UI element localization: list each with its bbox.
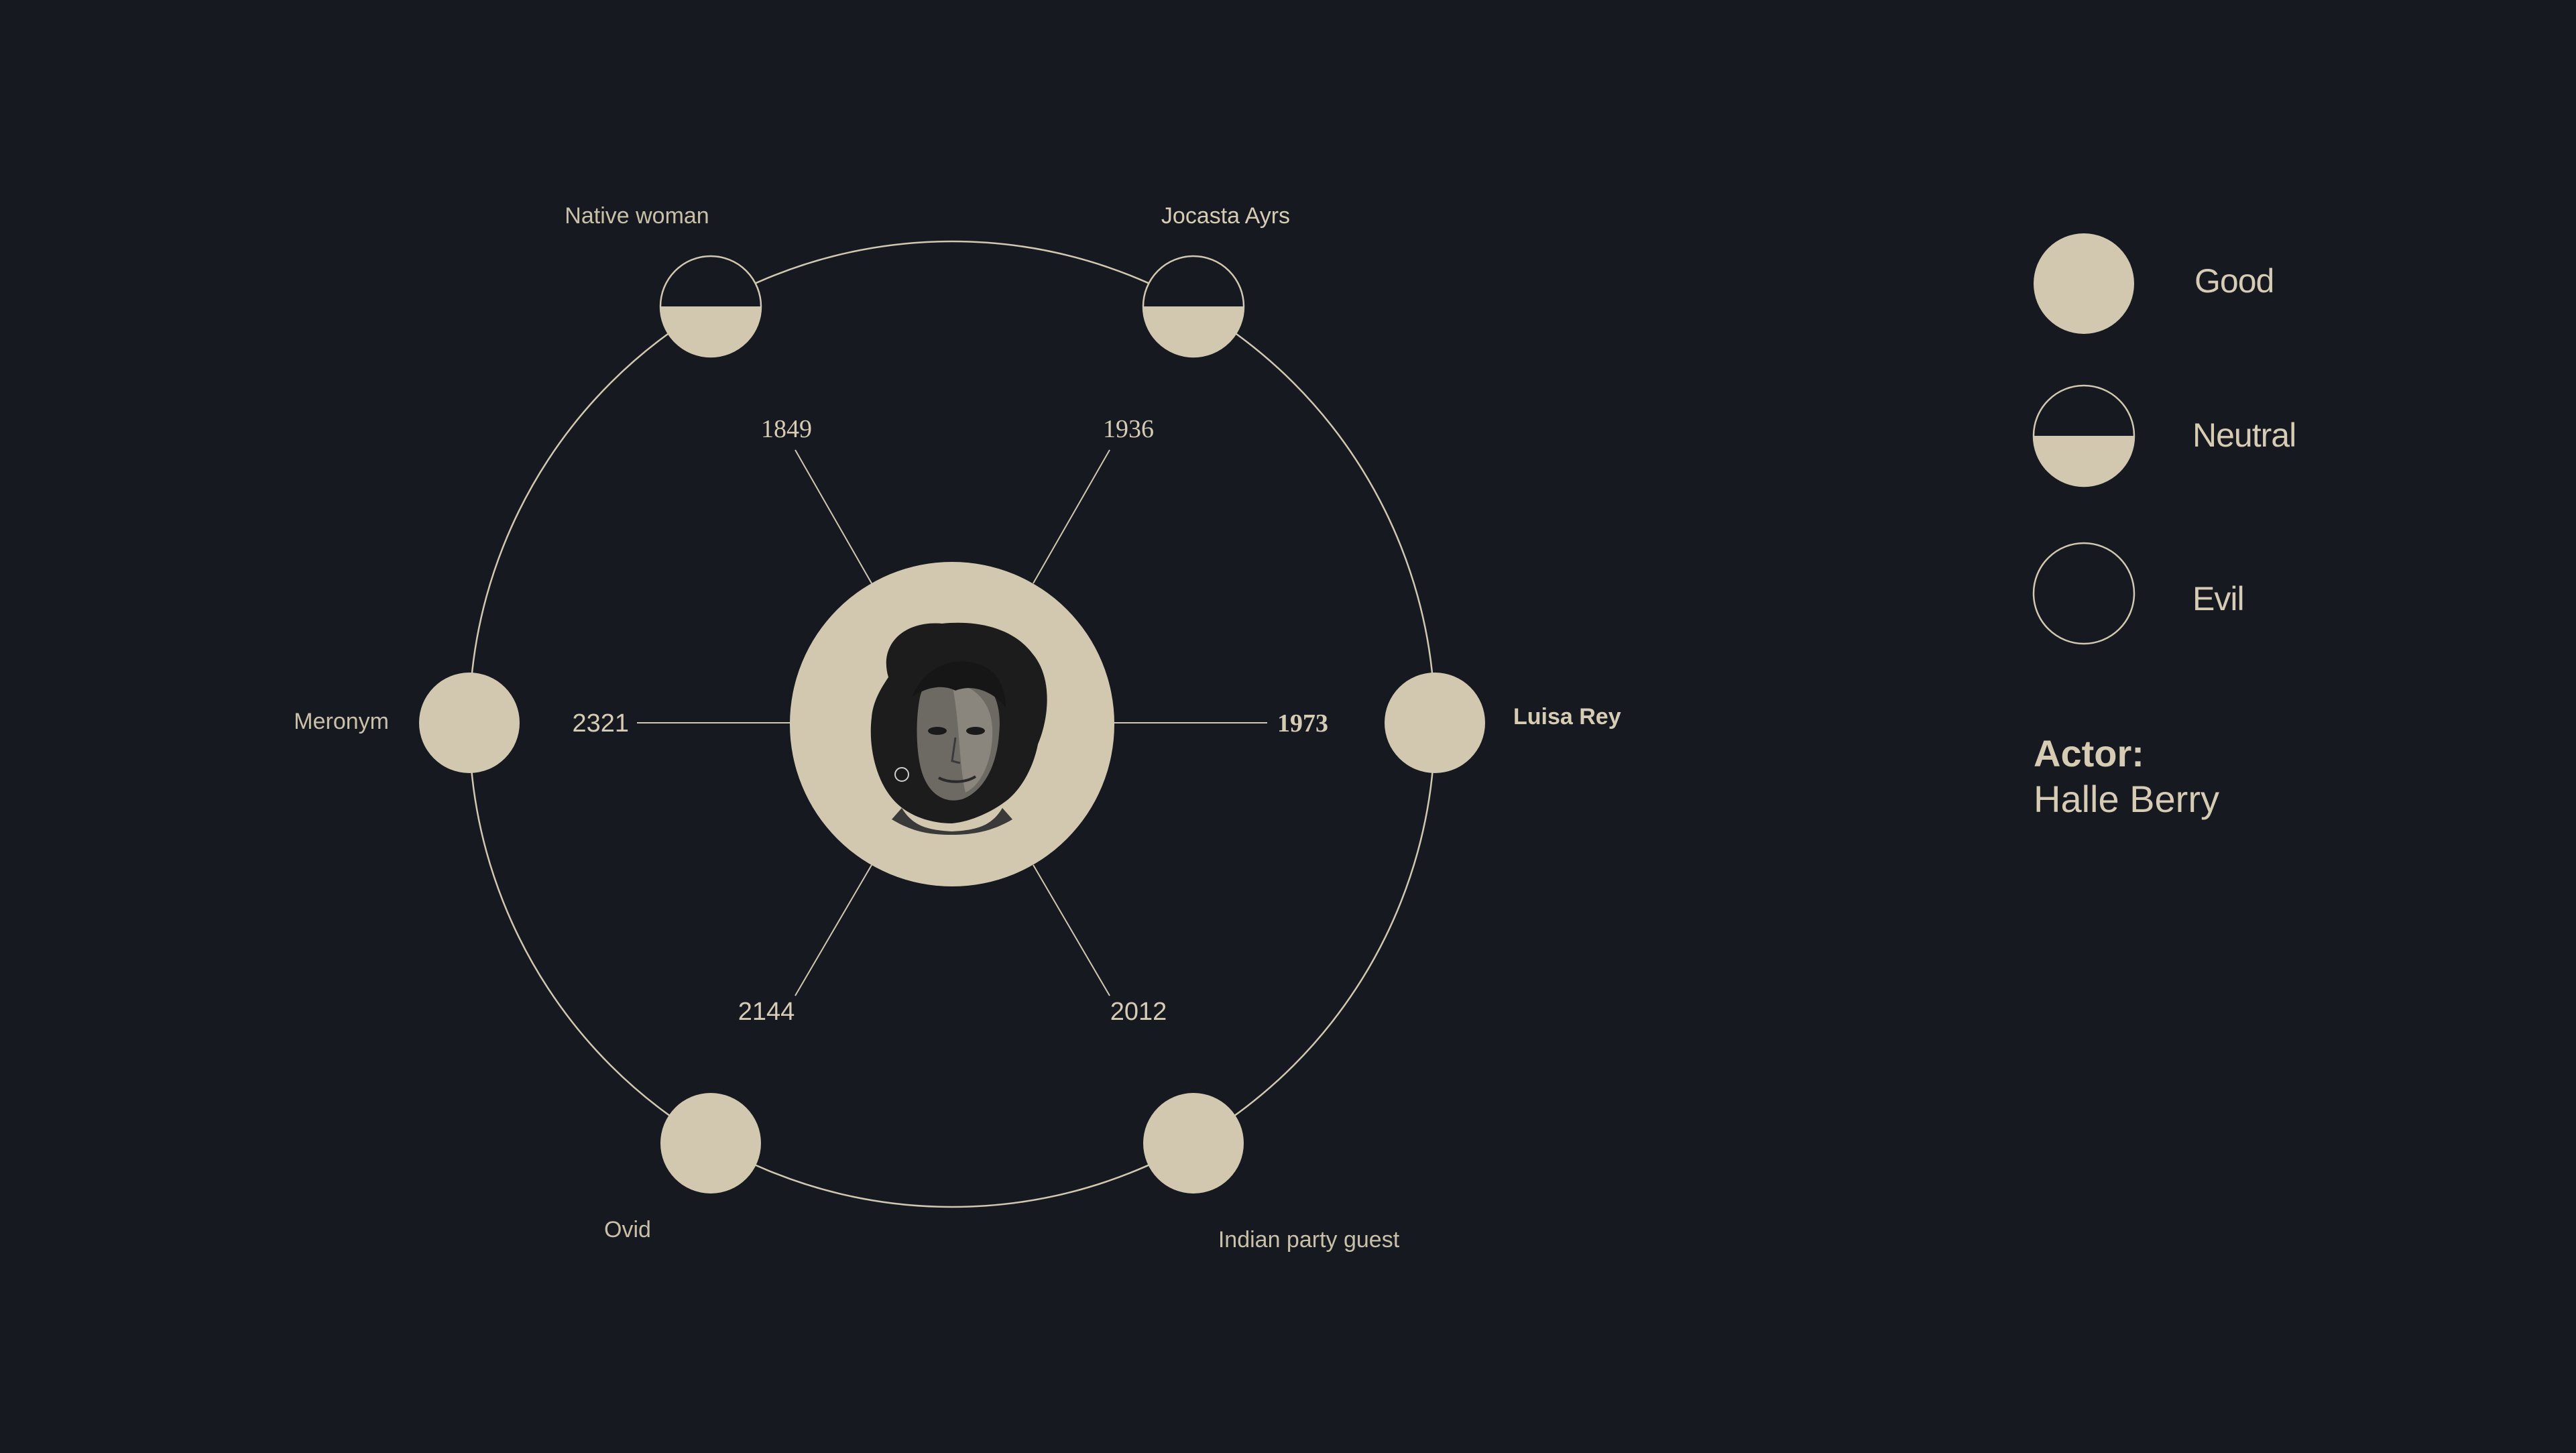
role-node-indian-party-guest xyxy=(1143,1093,1244,1194)
actor-info: Actor: Halle Berry xyxy=(2034,731,2219,822)
actor-heading: Actor: xyxy=(2034,732,2144,774)
legend: Good Neutral Evil xyxy=(2032,233,2296,645)
year-label-2321: 2321 xyxy=(572,709,629,738)
spoke-jocasta-ayrs xyxy=(1033,449,1110,584)
role-label-native-woman: Native woman xyxy=(565,203,709,229)
actor-name: Halle Berry xyxy=(2034,778,2219,820)
legend-label-good: Good xyxy=(2194,262,2274,300)
legend-label-evil: Evil xyxy=(2192,580,2244,618)
legend-neutral-icon xyxy=(2032,384,2135,487)
year-label-2144: 2144 xyxy=(738,998,795,1026)
legend-evil-icon xyxy=(2032,542,2135,645)
role-node-native-woman xyxy=(659,255,762,358)
role-node-ovid xyxy=(660,1093,761,1194)
role-label-meronym: Meronym xyxy=(294,709,389,734)
role-label-luisa-rey: Luisa Rey xyxy=(1513,704,1621,730)
role-node-meronym xyxy=(419,673,520,773)
spokes xyxy=(637,449,1267,996)
role-node-jocasta-ayrs xyxy=(1142,255,1245,358)
legend-good-icon xyxy=(2034,233,2134,334)
year-label-1936: 1936 xyxy=(1103,415,1154,443)
spoke-indian-party-guest xyxy=(1033,864,1110,996)
year-label-1849: 1849 xyxy=(761,415,812,443)
year-label-2012: 2012 xyxy=(1110,998,1167,1026)
year-label-1973: 1973 xyxy=(1277,709,1328,738)
role-label-indian-party-guest: Indian party guest xyxy=(1218,1227,1400,1253)
role-node-luisa-rey xyxy=(1385,673,1485,773)
role-label-jocasta-ayrs: Jocasta Ayrs xyxy=(1161,203,1290,229)
legend-label-neutral: Neutral xyxy=(2192,416,2296,454)
role-label-ovid: Ovid xyxy=(604,1217,651,1242)
spoke-ovid xyxy=(795,864,872,996)
actor-portrait-icon xyxy=(870,622,1047,835)
spoke-native-woman xyxy=(795,449,872,584)
